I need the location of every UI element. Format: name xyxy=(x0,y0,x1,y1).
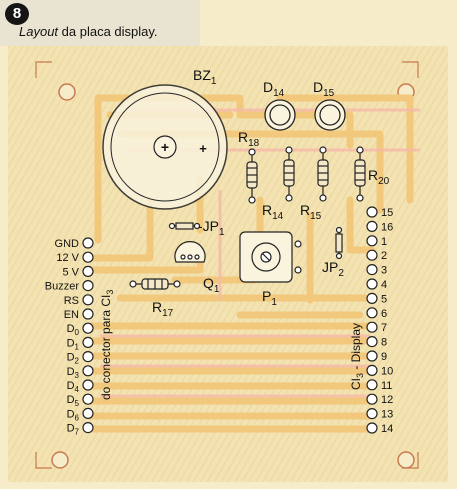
right-pin-pad xyxy=(366,379,378,391)
left-pin-pad xyxy=(82,251,94,263)
right-pin-pad xyxy=(366,364,378,376)
led-d15 xyxy=(314,99,346,131)
resistor-r14 xyxy=(283,146,295,202)
label-bz1: BZ1 xyxy=(193,67,217,87)
resistor-r20 xyxy=(354,146,366,202)
caption-rest: da placa display. xyxy=(58,24,158,39)
led-d14 xyxy=(264,99,296,131)
right-pin-label: 5 xyxy=(381,293,387,305)
right-pin-pad xyxy=(366,350,378,362)
left-pin-label: D3 xyxy=(67,366,80,380)
left-pin-pad xyxy=(82,294,94,306)
left-pin-pad xyxy=(82,237,94,249)
right-pin-pad xyxy=(366,393,378,405)
left-pin-label: 5 V xyxy=(62,266,79,278)
jumper-jp2 xyxy=(335,226,343,260)
right-pin-label: 7 xyxy=(381,322,387,334)
figure-number-badge: 8 xyxy=(5,3,29,25)
right-pin-label: 9 xyxy=(381,351,387,363)
label-r18: R18 xyxy=(238,129,260,149)
label-p1: P1 xyxy=(262,288,277,308)
left-pin-pad xyxy=(82,365,94,377)
left-pin-label: GND xyxy=(55,238,80,250)
left-pin-pad xyxy=(82,379,94,391)
left-pin-pad xyxy=(82,308,94,320)
right-pin-label: 1 xyxy=(381,236,387,248)
left-pin-pad xyxy=(82,351,94,363)
right-pin-label: 15 xyxy=(381,207,393,219)
buzzer-plus-center: + xyxy=(161,139,169,155)
label-d15: D15 xyxy=(313,79,335,99)
buzzer-bz1: + + xyxy=(102,84,228,210)
label-d14: D14 xyxy=(263,79,285,99)
right-connector-title: CI3 - Display xyxy=(349,323,365,390)
label-r14: R14 xyxy=(262,202,284,222)
label-r15: R15 xyxy=(300,202,322,222)
right-pin-label: 10 xyxy=(381,365,393,377)
transistor-q1 xyxy=(174,241,206,263)
right-pin-pad xyxy=(366,408,378,420)
label-q1: Q1 xyxy=(203,275,220,295)
figure-caption: Layout da placa display. xyxy=(19,24,158,39)
buzzer-plus-right: + xyxy=(199,141,207,156)
right-pin-pad xyxy=(366,235,378,247)
resistors-vertical xyxy=(246,146,366,204)
right-pin-label: 12 xyxy=(381,394,393,406)
left-pin-label: D6 xyxy=(67,408,80,422)
left-pin-pad xyxy=(82,336,94,348)
right-pin-label: 16 xyxy=(381,221,393,233)
label-r20: R20 xyxy=(368,167,390,187)
right-pin-label: 11 xyxy=(381,380,392,392)
resistor-r15 xyxy=(317,146,329,202)
right-pin-label: 4 xyxy=(381,279,387,291)
left-pin-pad xyxy=(82,280,94,292)
label-jp1: -JP1 xyxy=(198,218,225,238)
label-r17: R17 xyxy=(152,299,174,319)
mounting-holes xyxy=(51,83,415,469)
label-jp2: JP2 xyxy=(322,259,344,279)
right-pin-pad xyxy=(366,264,378,276)
right-pin-label: 6 xyxy=(381,308,387,320)
jumper-jp1 xyxy=(168,222,201,230)
right-pin-pad xyxy=(366,321,378,333)
right-pin-pad xyxy=(366,336,378,348)
trimpot-p1 xyxy=(239,231,302,283)
right-pin-pad xyxy=(366,278,378,290)
right-pin-pad xyxy=(366,206,378,218)
left-pin-label: Buzzer xyxy=(45,281,80,293)
caption-italic: Layout xyxy=(19,24,59,39)
right-pin-pad xyxy=(366,422,378,434)
left-pin-label: D4 xyxy=(67,380,80,394)
right-pin-label: 3 xyxy=(381,265,387,277)
corner-marks xyxy=(35,61,419,469)
left-pin-pad xyxy=(82,265,94,277)
right-pin-label: 14 xyxy=(381,423,393,435)
right-pin-label: 13 xyxy=(381,409,393,421)
left-pin-pad xyxy=(82,393,94,405)
figure-header xyxy=(0,0,200,46)
left-pin-label: 12 V xyxy=(56,252,79,264)
right-pin-pad xyxy=(366,249,378,261)
left-pin-label: D0 xyxy=(67,323,80,337)
left-pin-label: RS xyxy=(64,295,79,307)
resistor-r18 xyxy=(246,148,258,204)
right-pin-label: 8 xyxy=(381,337,387,349)
right-pin-pad xyxy=(366,292,378,304)
resistor-r17 xyxy=(129,278,181,290)
right-pin-pad xyxy=(366,307,378,319)
left-pin-pad xyxy=(82,422,94,434)
left-pin-label: EN xyxy=(64,309,79,321)
left-connector-title: do conector para CI3 xyxy=(99,290,115,400)
left-pin-pad xyxy=(82,322,94,334)
right-pin-label: 2 xyxy=(381,250,387,262)
left-pin-label: D1 xyxy=(67,337,80,351)
left-pin-label: D7 xyxy=(67,423,80,437)
right-pin-pad xyxy=(366,220,378,232)
left-pin-label: D2 xyxy=(67,352,80,366)
left-pin-label: D5 xyxy=(67,394,80,408)
left-pin-pad xyxy=(82,407,94,419)
